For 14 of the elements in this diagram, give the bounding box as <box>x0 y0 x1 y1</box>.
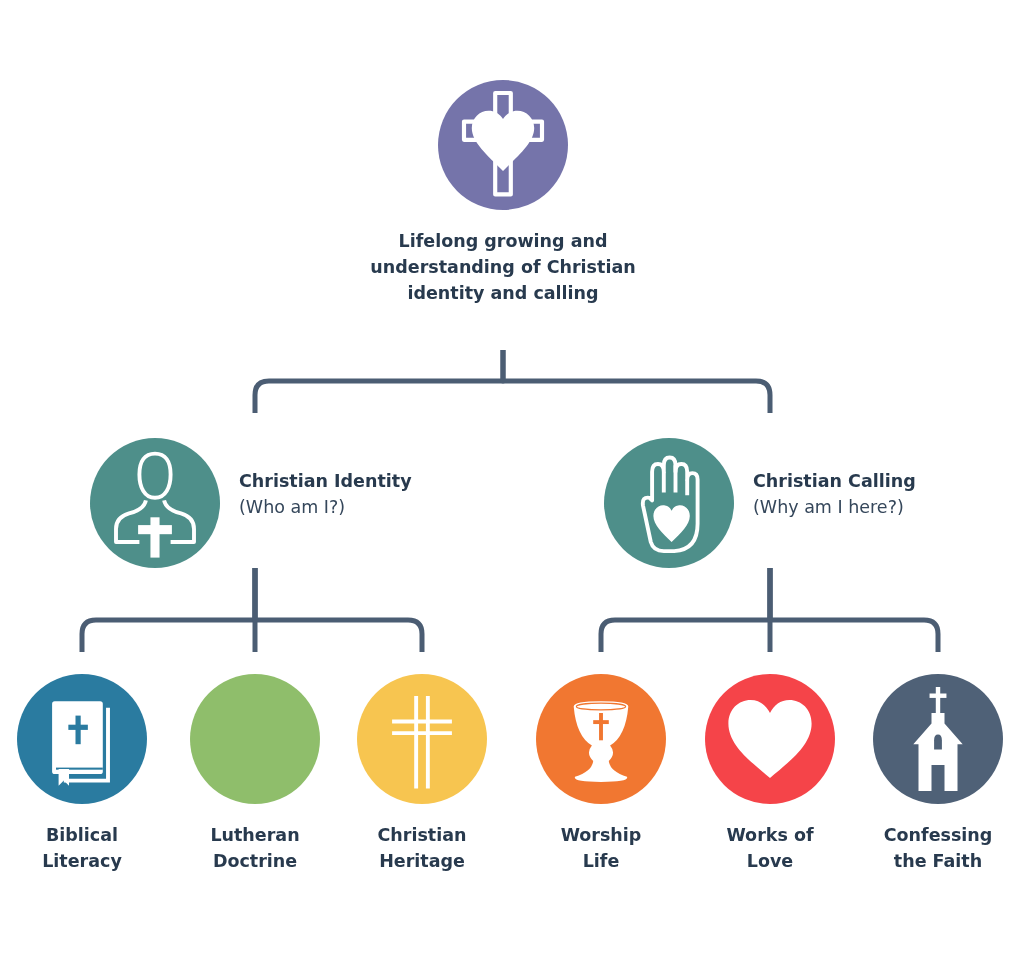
node-title: Christian Calling <box>753 470 916 493</box>
node-subtitle: (Who am I?) <box>239 496 346 519</box>
node-title: Lutheran Doctrine <box>209 824 301 873</box>
node-title: Christian Identity <box>239 470 412 493</box>
node-title: Works of Love <box>725 824 815 873</box>
node-title: Worship Life <box>559 824 643 873</box>
node-subtitle: (Why am I here?) <box>753 496 904 519</box>
connector-line <box>500 350 773 413</box>
node-title: Lifelong growing and understanding of Christian identity and calling <box>369 230 637 305</box>
node-title: Christian Heritage <box>376 824 468 873</box>
node-title: Confessing the Faith <box>882 824 994 873</box>
connector-line <box>767 568 941 652</box>
node-title: Biblical Literacy <box>41 824 123 873</box>
connector-line <box>252 568 425 652</box>
